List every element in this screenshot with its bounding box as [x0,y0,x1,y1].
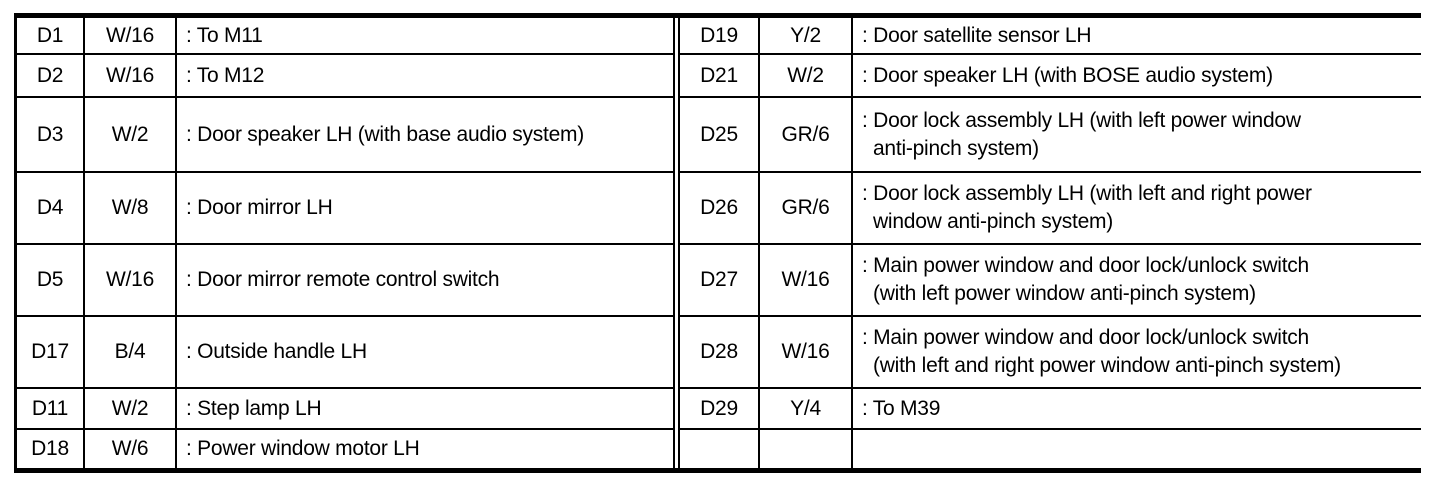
connector-description: : Power window motor LH [186,437,420,460]
connector-description: : Door lock assembly LH (with left and r… [862,182,1312,233]
connector-description: : Door mirror remote control switch [186,268,500,291]
connector-color-code: Y/4 [760,389,853,430]
connector-description: : Main power window and door lock/unlock… [862,326,1341,377]
connector-description-cell: : Door satellite sensor LH [853,18,1421,55]
connector-description: : Door satellite sensor LH [862,23,1092,47]
connector-description: : Step lamp LH [186,396,322,420]
connector-description: : To M11 [186,23,263,47]
connector-id: D28 [680,317,760,389]
table-divider-gap [675,18,678,468]
connector-description-cell: : Outside handle LH [177,317,673,389]
connector-id: D19 [680,18,760,55]
connector-color-code: W/6 [85,430,177,468]
connector-description: : To M39 [862,396,941,420]
connector-description-cell: : Door mirror LH [177,173,673,245]
connector-description-cell: : Main power window and door lock/unlock… [853,245,1421,317]
connector-color-code: B/4 [85,317,177,389]
connector-color-code: W/16 [760,317,853,389]
connector-id: D21 [680,55,760,98]
connector-id: D17 [17,317,85,389]
connector-description-cell: : Door lock assembly LH (with left and r… [853,173,1421,245]
connector-description-cell: : To M39 [853,389,1421,430]
connector-color-code [760,430,853,468]
connector-description-cell: : Door speaker LH (with base audio syste… [177,98,673,173]
connector-id: D25 [680,98,760,173]
connector-description-cell: : Main power window and door lock/unlock… [853,317,1421,389]
connector-id: D1 [17,18,85,55]
connector-id: D26 [680,173,760,245]
connector-id: D4 [17,173,85,245]
connector-description: : Door speaker LH (with base audio syste… [186,122,585,146]
connector-id [680,430,760,468]
connector-description: : Door mirror LH [186,196,333,219]
connector-id: D11 [17,389,85,430]
connector-description: : Door lock assembly LH (with left power… [862,108,1301,160]
connector-description-cell: : Door mirror remote control switch [177,245,673,317]
connector-color-code: Y/2 [760,18,853,55]
connector-description-cell: : Power window motor LH [177,430,673,468]
connector-color-code: W/16 [85,245,177,317]
connector-id: D5 [17,245,85,317]
connector-color-code: W/2 [760,55,853,98]
connector-description-cell [853,430,1421,468]
connector-description-cell: : Door lock assembly LH (with left power… [853,98,1421,173]
connector-id: D2 [17,55,85,98]
connector-description-cell: : To M12 [177,55,673,98]
connector-description: : To M12 [186,63,265,87]
connector-color-code: W/16 [760,245,853,317]
connector-id: D3 [17,98,85,173]
connector-color-code: W/8 [85,173,177,245]
connector-color-code: GR/6 [760,173,853,245]
connector-id: D27 [680,245,760,317]
connector-description: : Outside handle LH [186,340,367,363]
connector-id: D18 [17,430,85,468]
connector-description-cell: : Door speaker LH (with BOSE audio syste… [853,55,1421,98]
connector-color-code: GR/6 [760,98,853,173]
connector-description-cell: : To M11 [177,18,673,55]
connector-description: : Main power window and door lock/unlock… [862,254,1309,305]
connector-color-code: W/2 [85,98,177,173]
connector-description-cell: : Step lamp LH [177,389,673,430]
connector-color-code: W/2 [85,389,177,430]
connector-color-code: W/16 [85,55,177,98]
connector-description: : Door speaker LH (with BOSE audio syste… [862,63,1273,87]
connector-id: D29 [680,389,760,430]
connector-color-code: W/16 [85,18,177,55]
